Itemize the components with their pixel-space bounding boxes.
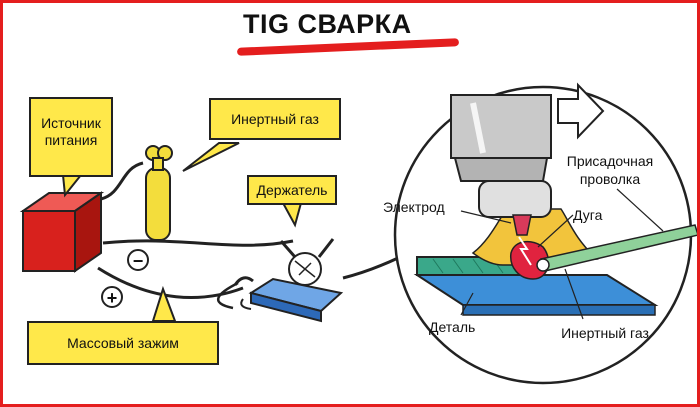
diagram-title: TIG СВАРКА (243, 9, 412, 39)
cable-source-to-clamp (97, 266, 244, 300)
callout-ground-clamp: Массовый зажим (27, 321, 219, 365)
pointer-holder (281, 202, 303, 228)
inert-gas-callout-label: Инертный газ (231, 111, 319, 127)
gas-cylinder (145, 145, 173, 241)
ground-clamp-label: Массовый зажим (67, 335, 179, 351)
cable-clamp-wire (217, 281, 239, 310)
arc-label: Дуга (573, 207, 603, 223)
electrode-tip (512, 214, 532, 236)
torch-body (450, 94, 552, 218)
callout-inert-gas: Инертный газ (209, 98, 341, 140)
inert-gas-label: Инертный газ (561, 325, 649, 341)
pointer-inert-gas (182, 142, 240, 172)
callout-holder: Держатель (247, 175, 337, 205)
cable-source-to-cylinder (100, 161, 144, 201)
electrode-label: Электрод (383, 199, 445, 215)
power-source-label: Источник питания (41, 115, 101, 148)
cable-holder-to-torch (342, 256, 399, 280)
holder-label: Держатель (256, 182, 328, 198)
holder-device (233, 238, 344, 323)
plus-terminal-sign: + (101, 286, 123, 308)
filler-wire-label: Присадочная проволка (566, 153, 654, 187)
callout-power-source: Источник питания (29, 97, 113, 177)
diagram-graphics (19, 82, 697, 385)
direction-arrow (557, 82, 605, 140)
workpiece-label: Деталь (429, 319, 476, 335)
minus-terminal-sign: − (127, 249, 149, 271)
power-source-box (19, 191, 105, 273)
cable-source-to-holder (102, 239, 294, 247)
